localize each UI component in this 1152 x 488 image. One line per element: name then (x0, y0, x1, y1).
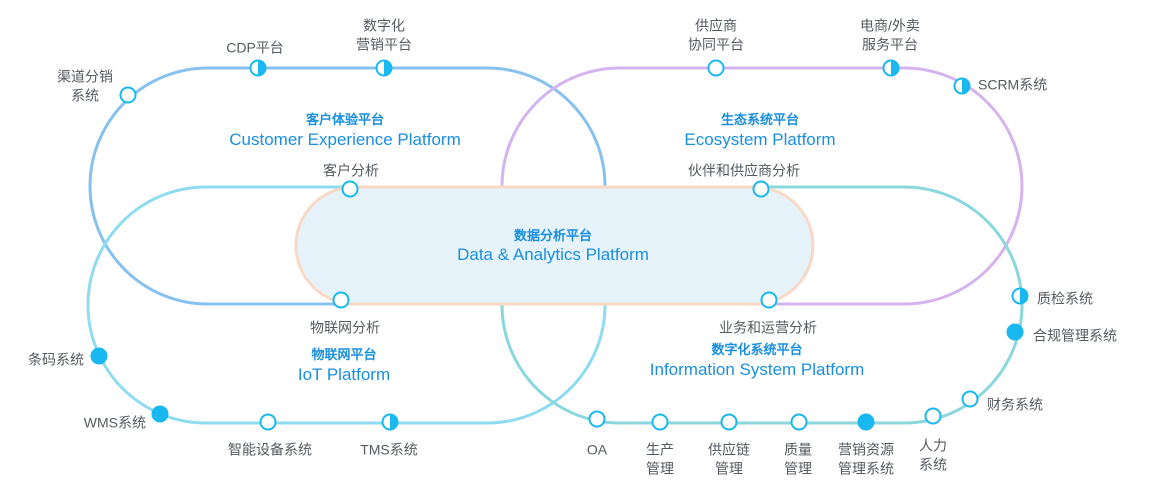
node-half-fill (390, 414, 398, 430)
node-label: 客户分析 (323, 163, 379, 179)
iot-platform-title-zh: 物联网平台 (311, 347, 376, 362)
node-marker-empty[interactable] (119, 86, 137, 104)
node-label: 质量 (784, 442, 812, 458)
info-platform-title-zh: 数字化系统平台 (711, 342, 802, 357)
node-smart-device[interactable]: 智能设备系统 (228, 413, 312, 458)
node-barcode[interactable]: 条码系统 (28, 347, 108, 368)
iot-platform-title-en: IoT Platform (298, 365, 390, 384)
customer-platform-title-zh: 客户体验平台 (306, 112, 384, 127)
node-label: 条码系统 (28, 352, 84, 368)
node-marker-empty[interactable] (259, 413, 277, 431)
node-label: 智能设备系统 (228, 442, 312, 458)
node-label: 管理 (715, 461, 743, 477)
node-label: 营销资源 (838, 442, 894, 458)
node-label: OA (587, 442, 608, 458)
eco-platform-title-en: Ecosystem Platform (684, 130, 835, 149)
node-label: 管理系统 (838, 461, 894, 477)
platform-titles: 客户体验平台 Customer Experience Platform 生态系统… (229, 112, 864, 384)
node-wms[interactable]: WMS系统 (84, 405, 169, 431)
node-marker-empty[interactable] (924, 407, 942, 425)
node-label: 系统 (71, 88, 99, 104)
data-platform-title-en: Data & Analytics Platform (457, 245, 649, 264)
node-label: 渠道分销 (57, 69, 113, 85)
node-half-fill (891, 60, 899, 76)
node-marker-empty[interactable] (961, 390, 979, 408)
node-marker-empty[interactable] (760, 291, 778, 309)
node-partner-analysis[interactable]: 伙伴和供应商分析 (688, 163, 800, 198)
node-label: 生产 (646, 442, 674, 458)
node-label: WMS系统 (84, 415, 146, 431)
node-label: 业务和运营分析 (719, 320, 817, 336)
node-marker-empty[interactable] (651, 413, 669, 431)
node-half-fill (1020, 288, 1028, 304)
node-marker-full[interactable] (90, 347, 108, 365)
node-marker-full[interactable] (1006, 323, 1024, 341)
node-marker-empty[interactable] (720, 413, 738, 431)
node-marker-empty[interactable] (341, 180, 359, 198)
node-quality-check[interactable]: 质检系统 (1011, 287, 1094, 307)
node-label: SCRM系统 (978, 77, 1047, 93)
node-marker-empty[interactable] (752, 180, 770, 198)
node-marker-empty[interactable] (790, 413, 808, 431)
node-half-fill (962, 78, 970, 94)
node-marker-full[interactable] (857, 413, 875, 431)
node-label: 供应链 (708, 442, 750, 458)
node-cdp[interactable]: CDP平台 (226, 40, 284, 77)
node-half-fill (384, 60, 392, 76)
node-label: 服务平台 (862, 37, 918, 53)
node-label: 人力 (919, 438, 947, 454)
node-scrm[interactable]: SCRM系统 (953, 77, 1048, 95)
node-label: 协同平台 (688, 37, 744, 53)
node-finance[interactable]: 财务系统 (961, 390, 1044, 413)
node-oa[interactable]: OA (587, 410, 608, 458)
node-ops-analysis[interactable]: 业务和运营分析 (719, 291, 817, 336)
node-label: 财务系统 (987, 397, 1043, 413)
node-label: 电商/外卖 (860, 18, 920, 34)
customer-platform-title-en: Customer Experience Platform (229, 130, 460, 149)
node-compliance[interactable]: 合规管理系统 (1006, 323, 1118, 344)
data-analytics-pill (294, 185, 815, 306)
node-label: 营销平台 (356, 37, 412, 53)
eco-platform-title-zh: 生态系统平台 (721, 112, 799, 127)
node-label: 物联网分析 (310, 320, 380, 336)
node-label: 管理 (646, 461, 674, 477)
node-label: 质检系统 (1037, 291, 1093, 307)
node-label: 管理 (784, 461, 812, 477)
node-label: 系统 (919, 457, 947, 473)
node-label: TMS系统 (360, 442, 418, 458)
node-iot-analysis[interactable]: 物联网分析 (310, 291, 380, 336)
node-customer-analysis[interactable]: 客户分析 (323, 163, 379, 198)
node-label: 数字化 (363, 18, 405, 34)
node-tms[interactable]: TMS系统 (360, 413, 418, 458)
node-label: 供应商 (695, 18, 737, 34)
info-platform-title-en: Information System Platform (650, 360, 864, 379)
node-marker-empty[interactable] (332, 291, 350, 309)
node-marker-empty[interactable] (588, 410, 606, 428)
node-label: CDP平台 (226, 40, 284, 56)
node-marker-empty[interactable] (707, 59, 725, 77)
node-label: 伙伴和供应商分析 (688, 163, 800, 179)
node-marker-full[interactable] (151, 405, 169, 423)
data-platform-title-zh: 数据分析平台 (514, 228, 592, 243)
node-half-fill (258, 60, 266, 76)
node-label: 合规管理系统 (1033, 328, 1117, 344)
